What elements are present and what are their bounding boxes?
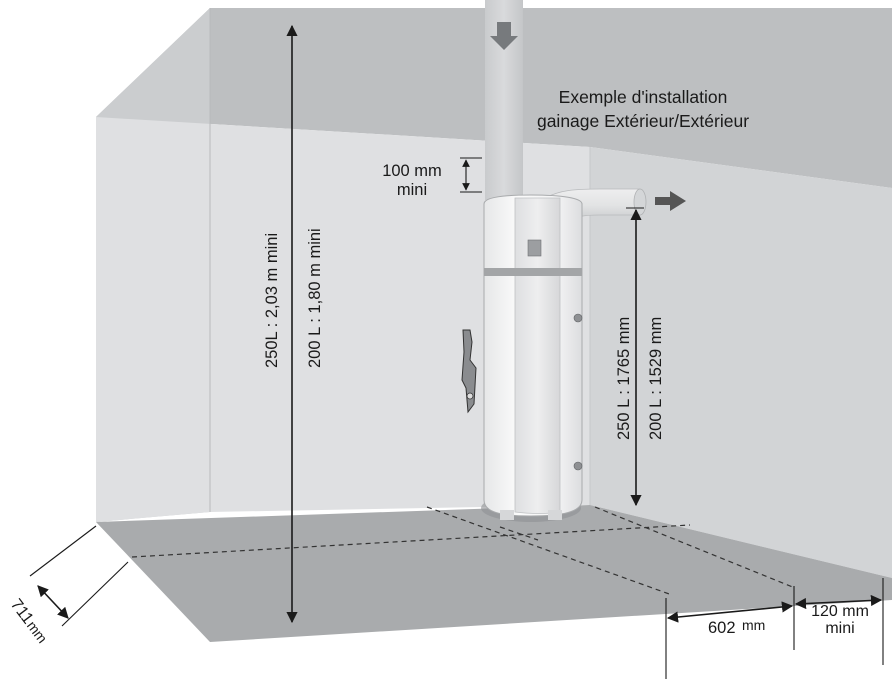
duct-gap-note: mini	[397, 181, 427, 199]
side-clearance-note: mini	[825, 620, 854, 637]
width-value: 602	[708, 619, 736, 637]
room	[96, 8, 892, 642]
outlet-height-250: 250 L : 1765 mm	[615, 317, 633, 440]
water-heater	[481, 194, 583, 522]
diagram-title-line1: Exemple d'installation	[559, 87, 728, 107]
wall-right	[590, 147, 892, 578]
width-unit: mm	[742, 617, 765, 633]
depth-dimension: 711 mm	[7, 525, 129, 646]
arrow-right-icon	[655, 191, 686, 211]
floor-guides	[131, 506, 796, 596]
width-dimension: 602 mm	[665, 586, 795, 679]
ceiling-height-200: 200 L : 1,80 m mini	[306, 228, 324, 368]
duct-gap-dimension: 100 mm mini	[382, 157, 482, 199]
outlet-height-dimension: 250 L : 1765 mm 200 L : 1529 mm	[615, 207, 665, 507]
side-clearance-dimension: 120 mm mini	[794, 578, 884, 665]
vertical-duct	[485, 0, 523, 200]
ceiling-height-250: 250L : 2,03 m mini	[263, 233, 281, 368]
arrow-down-icon	[490, 22, 518, 50]
wall-back	[96, 117, 590, 522]
side-clearance-value: 120 mm	[811, 603, 869, 620]
ceiling-height-dimension: 250L : 2,03 m mini 200 L : 1,80 m mini	[263, 24, 324, 624]
diagram-title-line2: gainage Extérieur/Extérieur	[537, 111, 749, 131]
duct-gap-value: 100 mm	[382, 162, 442, 180]
wall-bracket	[461, 329, 477, 414]
outlet-height-200: 200 L : 1529 mm	[647, 317, 665, 440]
pipe-connector-bottom	[573, 461, 583, 471]
control-panel	[527, 239, 542, 257]
pipe-connector-top	[573, 313, 583, 323]
